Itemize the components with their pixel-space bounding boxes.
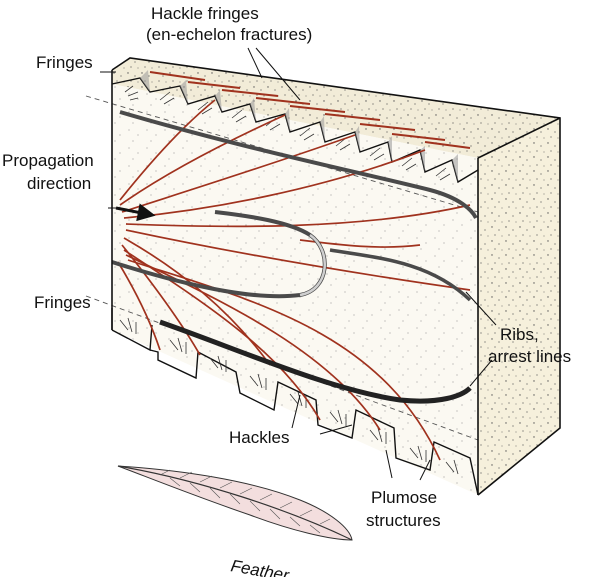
feather (117, 465, 353, 541)
label-plumose-line2: structures (366, 511, 441, 530)
lower-fringe-plumose (119, 317, 459, 475)
label-ribs-line1: Ribs, (500, 325, 539, 344)
label-ribs-line2: arrest lines (488, 347, 571, 366)
block (112, 58, 560, 495)
leader-plumose-b (419, 459, 431, 481)
block-top-face-stipple (112, 58, 560, 158)
feather-vane (117, 465, 353, 541)
rib-lower (159, 319, 472, 404)
leader-lines (100, 47, 497, 481)
rib-upper (119, 110, 478, 220)
label-plumose-line1: Plumose (371, 488, 437, 507)
feather-barbs (159, 469, 331, 534)
labels: Hackle fringes (en-echelon fractures) Fr… (2, 4, 571, 577)
block-outline (111, 57, 561, 496)
rib-middle-light (299, 233, 326, 297)
leader-hackles-b (319, 424, 353, 435)
leader-plumose-a (385, 449, 393, 479)
label-fringes-bottom: Fringes (34, 293, 91, 312)
rib-right (329, 248, 472, 302)
upper-fringe-shading (140, 70, 458, 182)
feather-shaft (117, 465, 353, 541)
block-front-face-stipple (112, 84, 478, 495)
block-right-face-stipple (478, 118, 560, 495)
label-propagation-line2: direction (27, 174, 91, 193)
leader-ribs-a (465, 291, 497, 326)
label-fringes-top: Fringes (36, 53, 93, 72)
leader-ribs-b (469, 359, 493, 387)
ribs (111, 110, 478, 404)
propagation-arrow (115, 203, 156, 222)
leader-hackles-a (291, 394, 301, 429)
label-hackle-fringes-line1: Hackle fringes (151, 4, 259, 23)
label-hackles: Hackles (229, 428, 289, 447)
leader-hackle-fringes-a (247, 47, 263, 79)
label-hackle-fringes-line2: (en-echelon fractures) (146, 25, 312, 44)
leader-hackle-fringes-b (255, 47, 301, 101)
label-propagation-line1: Propagation (2, 151, 94, 170)
label-feather: Feather (229, 556, 291, 577)
hackle-fringe-traces (149, 71, 471, 149)
